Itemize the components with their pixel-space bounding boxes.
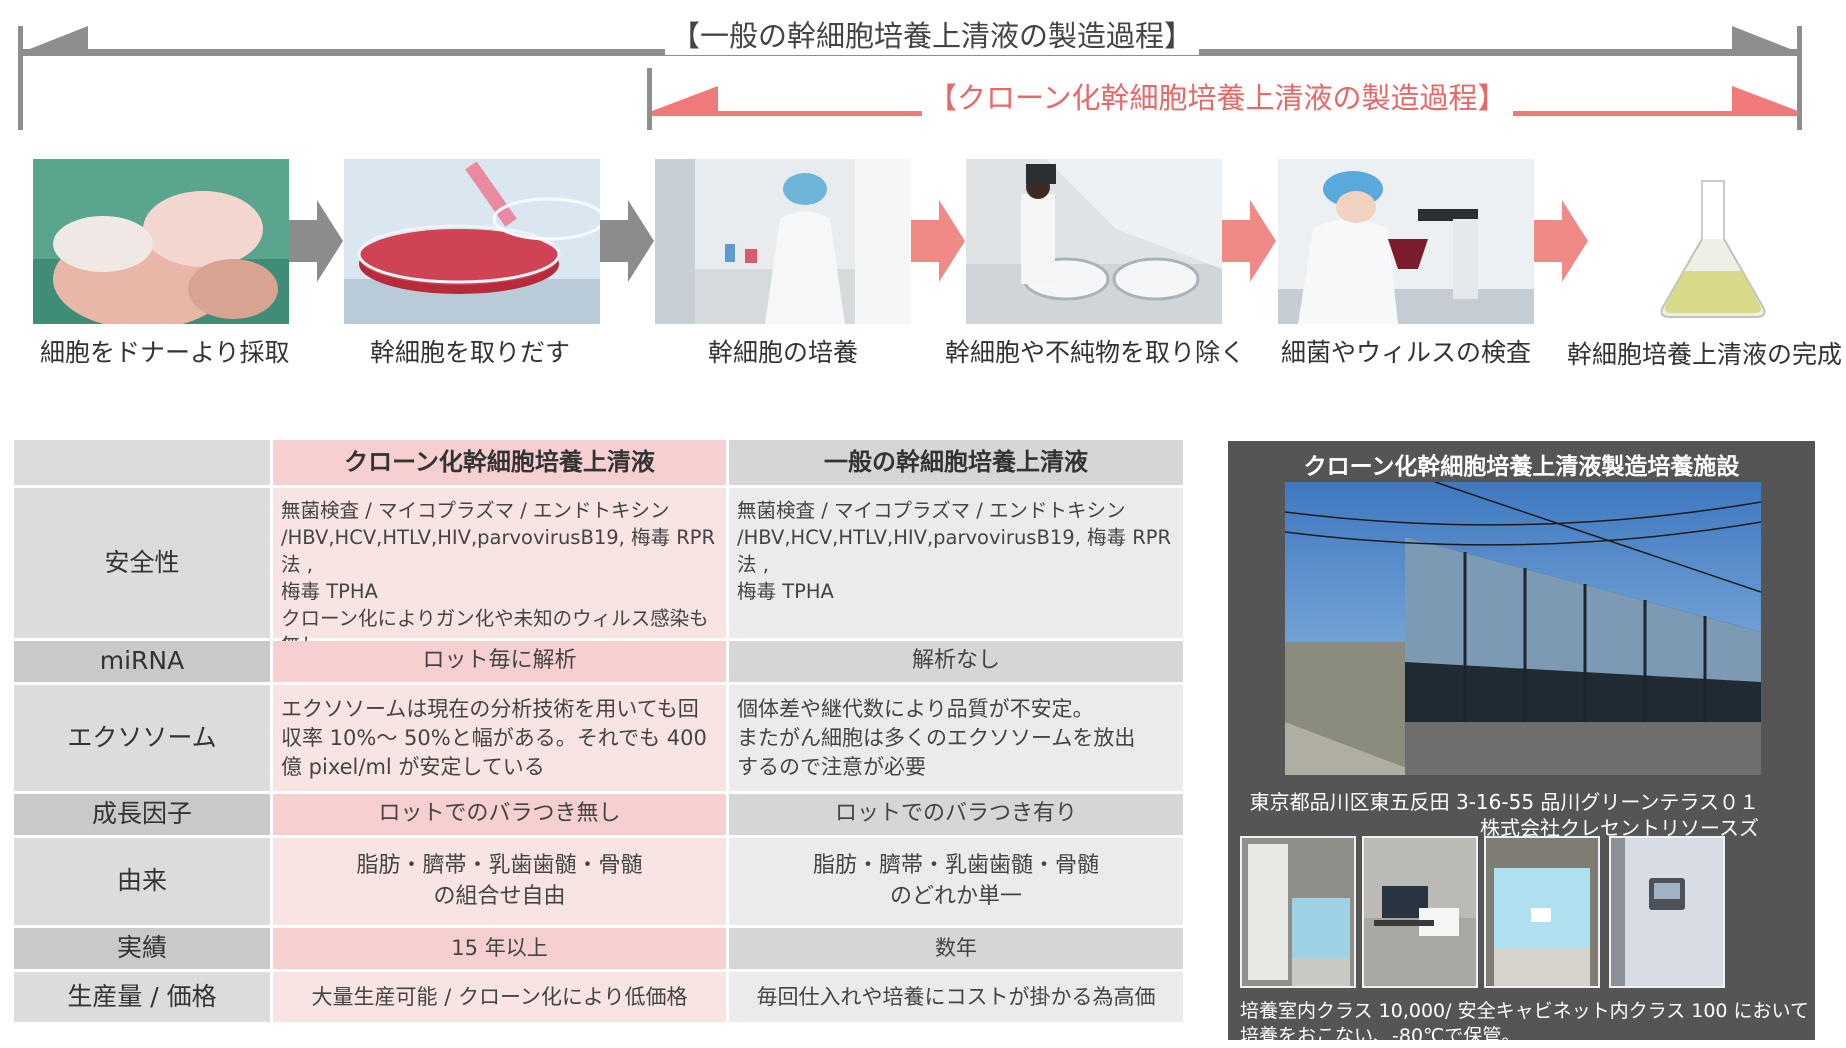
row-label: 安全性: [14, 488, 270, 638]
facility-address: 東京都品川区東五反田 3-16-55 品川グリーンテラス０１: [1249, 790, 1759, 814]
table-cell: ロットでのバラつき有り: [729, 794, 1183, 835]
facility-building-photo: [1285, 482, 1761, 775]
table-cell: 解析なし: [729, 641, 1183, 682]
table-cell: 脂肪・臍帯・乳歯歯髄・骨髄 の組合せ自由: [273, 838, 726, 925]
row-label: miRNA: [14, 641, 270, 682]
facility-note: 培養室内クラス 10,000/ 安全キャビネット内クラス 100 において 培養…: [1240, 1000, 1809, 1047]
wall-panel-photo: [1609, 836, 1725, 988]
table-cell: 15 年以上: [273, 928, 726, 969]
step-label: 幹細胞の培養: [707, 338, 858, 367]
step-label: 幹細胞や不純物を取り除く: [944, 338, 1245, 367]
donor-collection-photo: [33, 159, 289, 324]
laptop-bench-photo: [1362, 836, 1478, 988]
table-cell: 無菌検査 / マイコプラズマ / エンドトキシン /HBV,HCV,HTLV,H…: [729, 488, 1183, 638]
lab-culture-photo: [655, 159, 911, 324]
general-process-title: 【一般の幹細胞培養上清液の製造過程】: [665, 13, 1200, 55]
incubator-photo: [1240, 836, 1356, 988]
row-label: 実績: [14, 928, 270, 969]
flask-photo: [1588, 159, 1844, 324]
table-cell: 無菌検査 / マイコプラズマ / エンドトキシン /HBV,HCV,HTLV,H…: [273, 488, 726, 657]
right-arrowhead-icon: [1732, 26, 1798, 52]
table-cell: ロットでのバラつき無し: [273, 794, 726, 835]
table-corner: [14, 440, 270, 485]
microscope-photo: [1278, 159, 1534, 324]
arrow-right-pink-icon: [911, 200, 965, 282]
step-label: 幹細胞培養上清液の完成: [1567, 340, 1843, 369]
column-header-general: 一般の幹細胞培養上清液: [729, 440, 1183, 485]
row-label: 成長因子: [14, 794, 270, 835]
left-arrowhead-icon: [652, 86, 718, 111]
centrifuge-photo: [966, 159, 1222, 324]
row-label: エクソソーム: [14, 685, 270, 791]
table-cell: ロット毎に解析: [273, 641, 726, 682]
arrow-right-pink-icon: [1534, 200, 1588, 282]
step-label: 細菌やウィルスの検査: [1280, 338, 1531, 367]
clone-process-title: 【クローン化幹細胞培養上清液の製造過程】: [922, 75, 1513, 117]
table-cell: 毎回仕入れや培養にコストが掛かる為高価: [729, 972, 1183, 1022]
right-arrowhead-icon: [1732, 86, 1798, 111]
column-header-clone: クローン化幹細胞培養上清液: [273, 440, 726, 485]
facility-title: クローン化幹細胞培養上清液製造培養施設: [1303, 454, 1740, 480]
table-cell: 脂肪・臍帯・乳歯歯髄・骨髄 のどれか単一: [729, 838, 1183, 925]
arrow-right-gray-icon: [600, 200, 654, 282]
table-cell: 大量生産可能 / クローン化により低価格: [273, 972, 726, 1022]
row-label: 由来: [14, 838, 270, 925]
table-cell: 個体差や継代数により品質が不安定。 またがん細胞は多くのエクソソームを放出 する…: [729, 685, 1183, 791]
step-label: 細胞をドナーより採取: [40, 338, 290, 367]
arrow-right-gray-icon: [289, 200, 343, 282]
table-cell: 数年: [729, 928, 1183, 969]
row-label: 生産量 / 価格: [14, 972, 270, 1022]
petri-dish-photo: [344, 159, 600, 324]
arrow-right-pink-icon: [1222, 200, 1276, 282]
facility-panel: クローン化幹細胞培養上清液製造培養施設 東京: [1228, 441, 1815, 1047]
cabinet-photo: [1484, 836, 1600, 988]
step-label: 幹細胞を取りだす: [370, 338, 571, 367]
table-cell: エクソソームは現在の分析技術を用いても回 収率 10%〜 50%と幅がある。それ…: [273, 685, 726, 791]
left-arrowhead-icon: [22, 26, 88, 52]
